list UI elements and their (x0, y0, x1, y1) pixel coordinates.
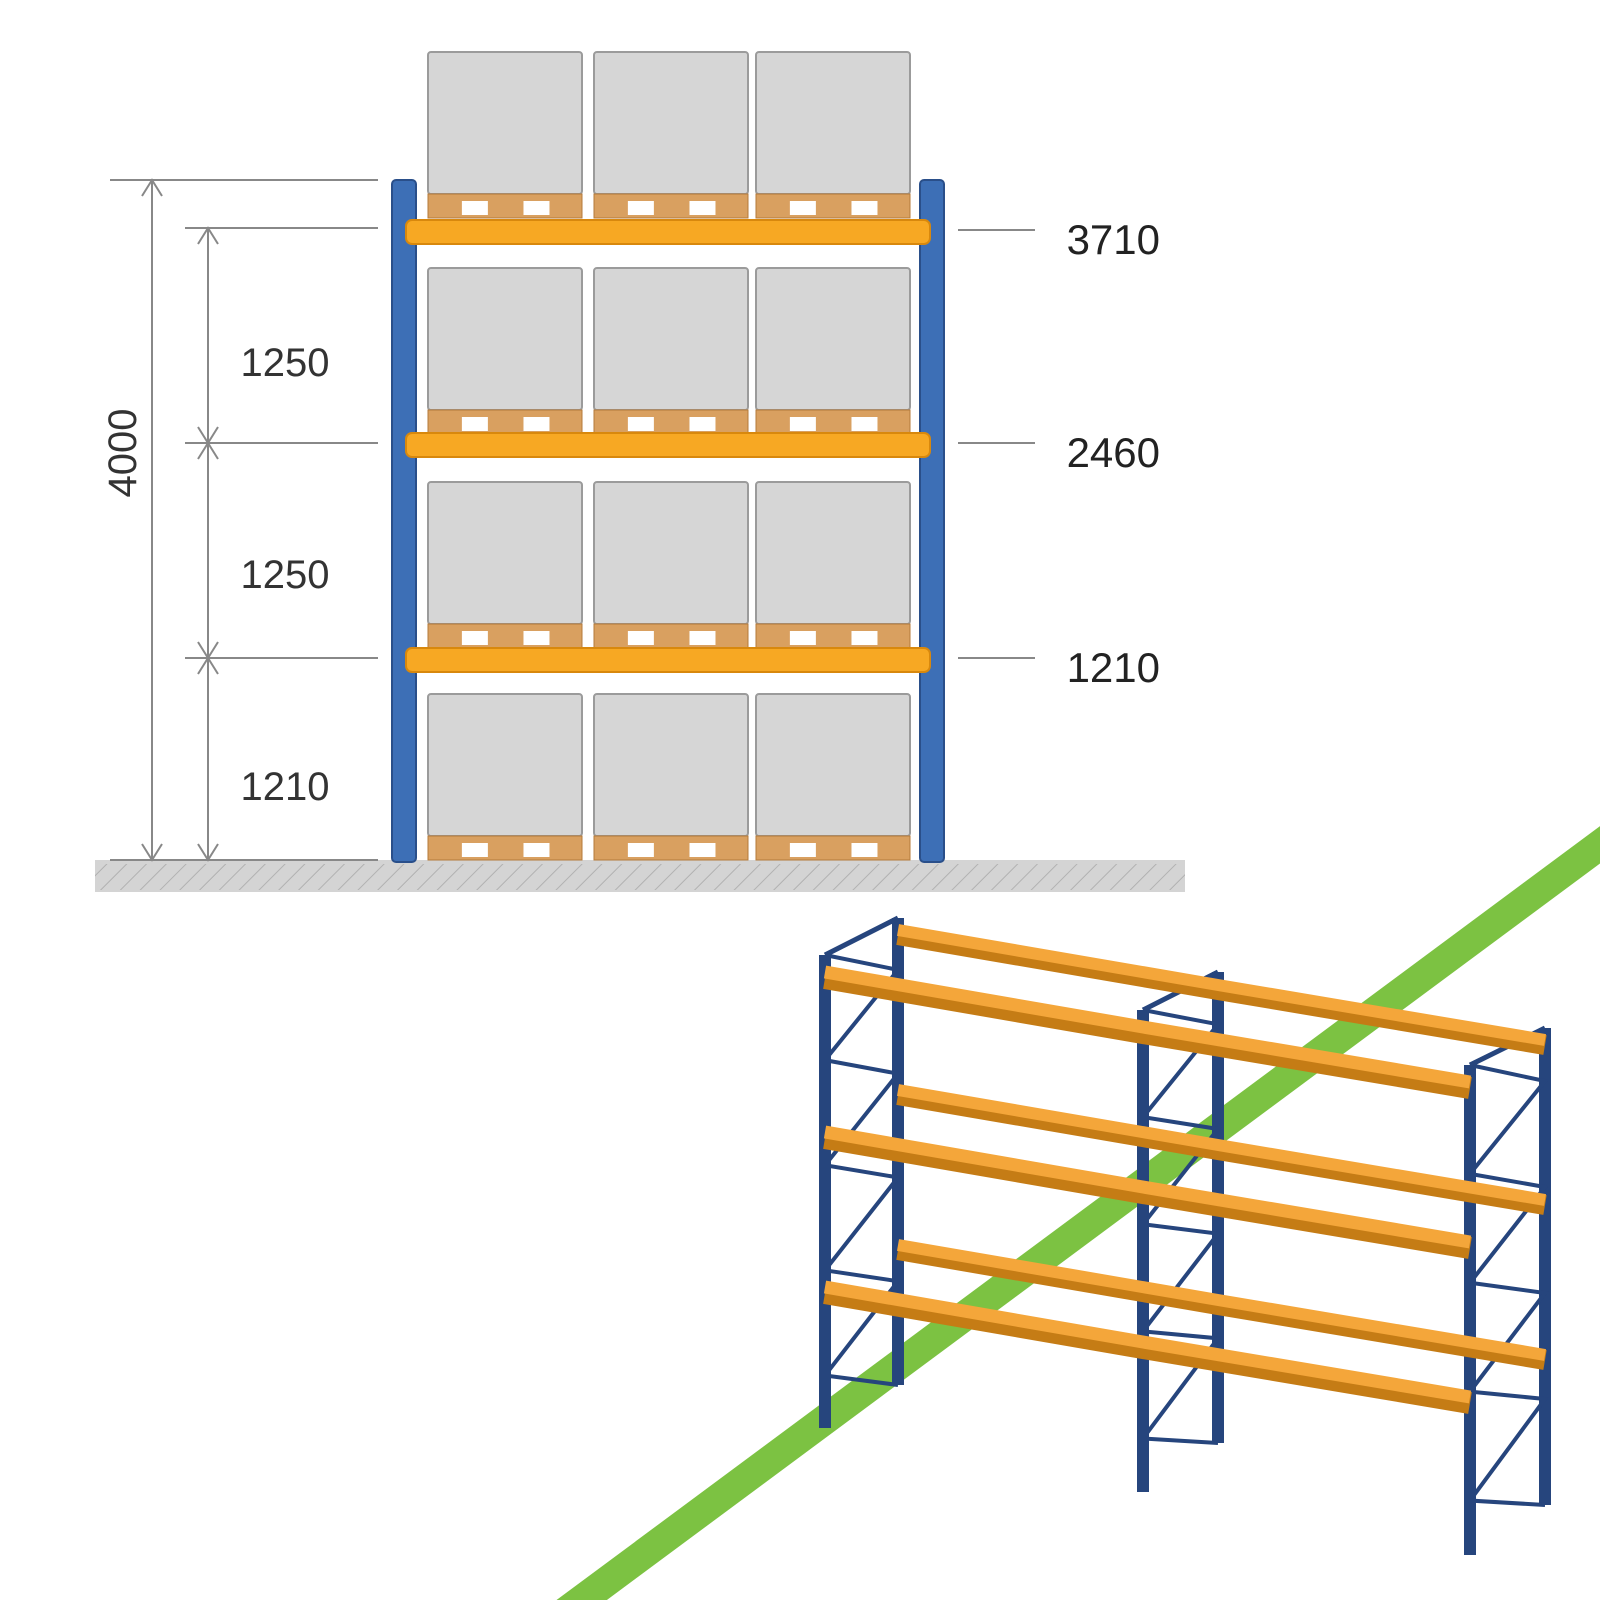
pallet-slot (461, 201, 488, 215)
right-upright (919, 179, 945, 863)
pallet (755, 623, 911, 649)
load-box (755, 51, 911, 195)
pallet-slot (689, 201, 716, 215)
left-upright (391, 179, 417, 863)
beam (405, 432, 931, 458)
gap-label-middle: 1250 (241, 553, 330, 597)
pallet (427, 623, 583, 649)
iso-beam-front-face (823, 965, 1472, 1089)
level-label-top: 3710 (1067, 216, 1160, 263)
iso-beams (823, 924, 1547, 1414)
pallet-slot (689, 843, 716, 857)
total-height-label: 4000 (101, 409, 145, 498)
floor-hatching (95, 864, 1185, 890)
pallet-slot (627, 201, 654, 215)
pallet-slot (523, 843, 550, 857)
beam (405, 219, 931, 245)
pallet (593, 409, 749, 435)
pallet (427, 193, 583, 219)
iso-beam-front-face (823, 1280, 1472, 1404)
frame-bracing (1466, 1063, 1549, 1507)
pallet-loads (427, 51, 911, 861)
pallet (755, 835, 911, 861)
pallet-slot (789, 201, 816, 215)
pallet-slot (851, 631, 878, 645)
pallet-slot (461, 631, 488, 645)
load-box (593, 481, 749, 625)
load-box (755, 267, 911, 411)
pallet (427, 409, 583, 435)
level-label-bottom: 1210 (1067, 644, 1160, 691)
pallet (593, 835, 749, 861)
iso-beam-front-face (823, 1125, 1472, 1249)
load-box (593, 693, 749, 837)
pallet-slot (627, 631, 654, 645)
frame-tie-top (823, 915, 900, 958)
beam (405, 647, 931, 673)
pallet-slot (523, 201, 550, 215)
pallet-slot (627, 417, 654, 431)
pallet (427, 835, 583, 861)
pallet-slot (689, 417, 716, 431)
load-box (755, 693, 911, 837)
pallet-slot (851, 843, 878, 857)
pallet-slot (461, 417, 488, 431)
isometric-rack-view (556, 826, 1600, 1600)
load-box (427, 51, 583, 195)
level-label-middle: 2460 (1067, 429, 1160, 476)
pallet-slot (851, 201, 878, 215)
pallet (593, 193, 749, 219)
pallet-slot (851, 417, 878, 431)
pallet (755, 193, 911, 219)
pallet-slot (689, 631, 716, 645)
green-floor-line (556, 826, 1600, 1600)
pallet-slot (461, 843, 488, 857)
front-elevation-view: 4000 1250 1250 1210 3710 2460 1210 (95, 51, 1185, 892)
load-box (593, 51, 749, 195)
dimension-lines (110, 178, 1035, 862)
load-box (427, 481, 583, 625)
load-box (755, 481, 911, 625)
pallet-slot (523, 417, 550, 431)
pallet (593, 623, 749, 649)
frame-bracing (821, 953, 902, 1387)
iso-beam-back-face (896, 924, 1546, 1046)
pallet-slot (789, 631, 816, 645)
iso-beam-back-face (896, 1084, 1546, 1206)
pallet (755, 409, 911, 435)
iso-beam-back-face (896, 1239, 1546, 1361)
gap-label-lower: 1210 (241, 765, 330, 809)
pallet-slot (789, 417, 816, 431)
gap-label-upper: 1250 (241, 341, 330, 385)
load-box (593, 267, 749, 411)
load-box (427, 693, 583, 837)
pallet-slot (789, 843, 816, 857)
pallet-slot (523, 631, 550, 645)
load-box (427, 267, 583, 411)
frame-bracing (1139, 1008, 1222, 1445)
beams (405, 219, 931, 673)
pallet-slot (627, 843, 654, 857)
